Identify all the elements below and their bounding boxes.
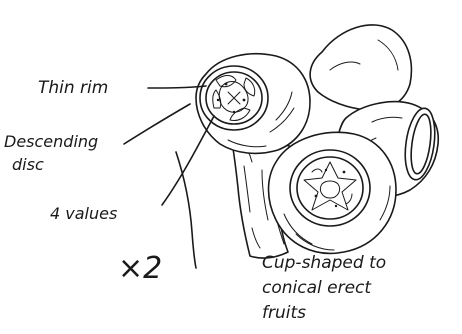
front-fruit: [269, 132, 397, 253]
label-descending-line2: disc: [12, 155, 44, 174]
top-left-fruit: [196, 54, 310, 154]
back-fruit: [310, 25, 411, 110]
caption-line3: fruits: [262, 303, 306, 323]
label-thin-rim: Thin rim: [38, 78, 108, 98]
caption-line1: Cup-shaped to: [262, 253, 386, 273]
descending-disc-pointer: [124, 104, 190, 144]
magnification-label: ×2: [118, 251, 162, 286]
label-valves: 4 values: [50, 204, 117, 223]
valves-pointer: [162, 116, 214, 205]
label-descending-line1: Descending: [4, 132, 98, 151]
caption-line2: conical erect: [262, 278, 372, 298]
